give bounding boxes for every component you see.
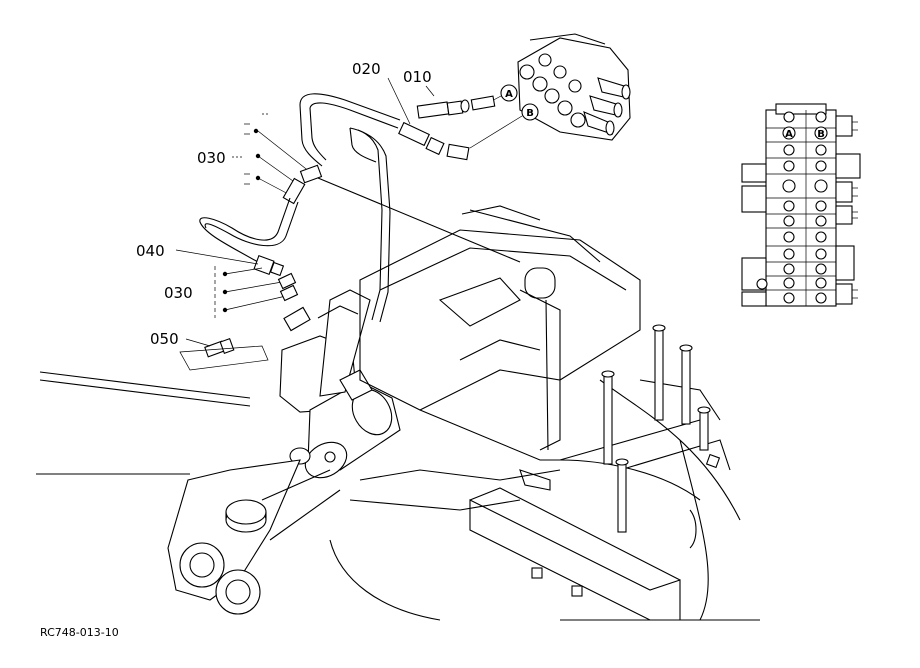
control-valve: [517, 33, 631, 141]
port-a-label: A: [505, 89, 513, 100]
fitting-050: [179, 337, 269, 371]
part-label-050: 050: [150, 330, 179, 348]
part-label-030-lower: 030: [164, 284, 193, 302]
figure-code: RC748-013-10: [40, 626, 119, 639]
part-label-010: 010: [403, 68, 432, 86]
port-b-label: B: [526, 108, 534, 119]
port-b-callout: B: [469, 103, 539, 149]
inset-port-a-label: A: [785, 129, 793, 140]
part-label-040: 040: [136, 242, 165, 260]
fitting-030-lower: [214, 266, 299, 318]
boom-arm: [167, 459, 341, 615]
hose-040: [175, 197, 299, 277]
valve-schematic-inset: A B: [741, 103, 861, 307]
inset-port-b-label: B: [817, 129, 825, 140]
hose-assembly-upper: [299, 77, 496, 323]
fitting-030-upper: [244, 113, 521, 263]
frame-chassis: [329, 205, 760, 621]
boom-cylinder: [36, 289, 401, 479]
port-a-callout: A: [487, 84, 518, 104]
part-label-030-upper: 030: [197, 149, 226, 167]
part-label-020: 020: [352, 60, 381, 78]
